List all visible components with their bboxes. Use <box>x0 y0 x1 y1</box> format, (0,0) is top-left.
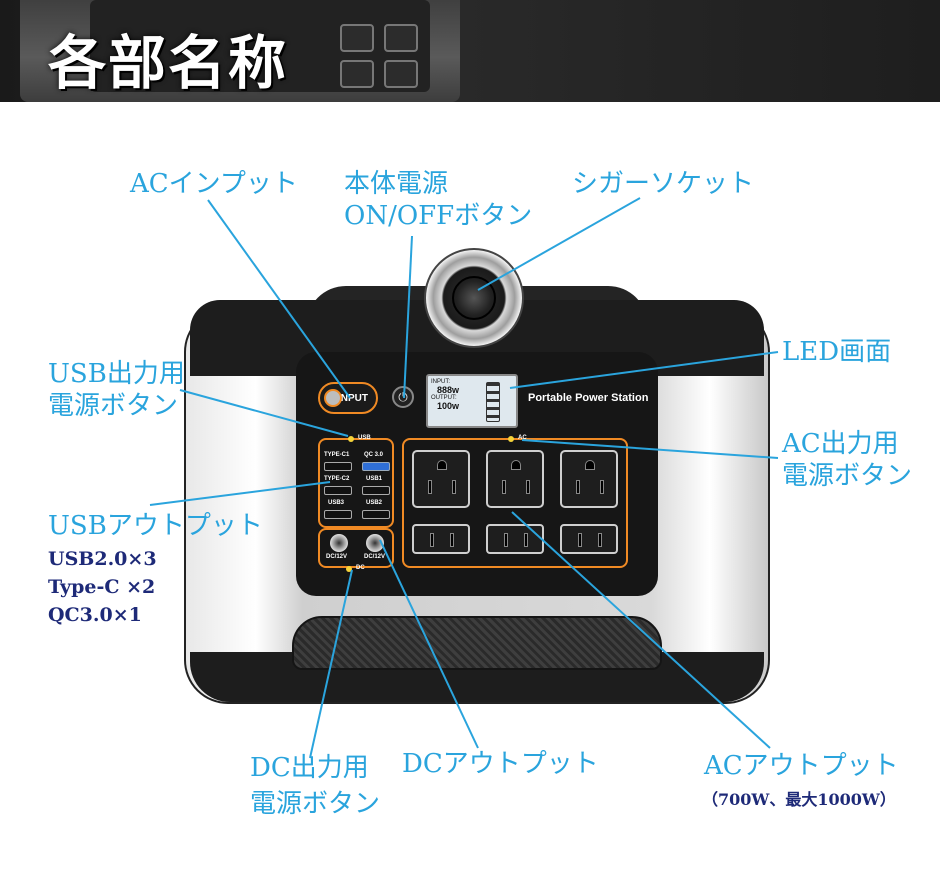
label-ac-input: ACインプット <box>130 169 298 199</box>
battery-icon <box>486 382 500 422</box>
lcd-output-label: OUTPUT: <box>431 395 457 401</box>
port-label: USB2 <box>366 500 383 506</box>
ac-input-port <box>324 389 342 407</box>
usb3-port <box>324 510 352 519</box>
header-outlet <box>340 60 374 88</box>
brand-text: Portable Power Station <box>528 392 649 404</box>
usb-spec-item: QC3.0×1 <box>48 604 142 626</box>
ac-input-label: INPUT <box>338 392 368 404</box>
type-c2-port <box>324 486 352 495</box>
label-usb-power-line2: 電源ボタン <box>48 391 179 421</box>
label-dc-output: DCアウトプット <box>402 749 599 779</box>
label-dc-power-line2: 電源ボタン <box>250 789 381 819</box>
lcd-status-icons <box>504 380 514 424</box>
qc3-port <box>362 462 390 471</box>
port-label: QC 3.0 <box>364 452 384 458</box>
port-label: USB1 <box>366 476 383 482</box>
dc-port <box>330 534 348 552</box>
speaker-grille <box>292 616 662 670</box>
ac-outlet-2pin <box>560 524 618 554</box>
label-usb-power-line1: USB出力用 <box>48 359 185 389</box>
led-screen: INPUT: 888w OUTPUT: 100w <box>426 374 518 428</box>
lcd-output-value: 100w <box>437 401 460 411</box>
dc-port <box>366 534 384 552</box>
ac-input-button: INPUT <box>318 382 378 414</box>
label-cigar-socket: シガーソケット <box>572 169 755 199</box>
usb2-port <box>362 510 390 519</box>
port-label: TYPE-C2 <box>324 476 350 482</box>
ac-outlet-2pin <box>486 524 544 554</box>
label-dc-power-line1: DC出力用 <box>250 753 369 783</box>
dc-port-label: DC/12V <box>326 554 348 560</box>
header-photo-panel <box>90 0 430 92</box>
type-c1-port <box>324 462 352 471</box>
usb-spec-item: USB2.0×3 <box>48 548 157 570</box>
label-ac-output: ACアウトプット <box>704 751 899 781</box>
label-power-button-line2: ON/OFFボタン <box>344 201 533 231</box>
dc-output-panel: DC/12V DC/12V DC <box>318 528 394 572</box>
dc-tag: DC <box>356 565 365 571</box>
page-title: 各部名称 <box>48 29 289 97</box>
usb-tag: USB <box>358 435 371 441</box>
header-outlet <box>340 24 374 52</box>
usb1-port <box>362 486 390 495</box>
label-usb-output: USBアウトプット <box>48 511 263 541</box>
label-ac-power-line2: 電源ボタン <box>782 461 913 491</box>
usb-spec-item: Type-C ×2 <box>48 576 156 598</box>
ac-output-panel: AC <box>402 435 628 568</box>
usb-led-indicator <box>348 436 354 442</box>
power-station-illustration: INPUT ⏻ INPUT: 888w OUTPUT: 100w Portabl… <box>184 248 770 704</box>
power-icon: ⏻ <box>392 386 414 408</box>
label-ac-output-sub: （700W、最大1000W） <box>702 790 896 809</box>
ac-outlet <box>486 450 544 508</box>
header-outlet <box>384 24 418 52</box>
dc-led-indicator <box>346 566 352 572</box>
header-device-photo <box>20 0 460 102</box>
ac-outlet <box>560 450 618 508</box>
lcd-input-value: 888w <box>437 385 460 395</box>
lcd-input-label: INPUT: <box>431 379 451 385</box>
usb-output-panel: USB TYPE-C1 QC 3.0 TYPE-C2 USB1 USB3 USB… <box>318 435 394 528</box>
ac-outlet <box>412 450 470 508</box>
label-ac-power-line1: AC出力用 <box>782 429 899 459</box>
port-label: USB3 <box>328 500 345 506</box>
label-power-button-line1: 本体電源 <box>344 169 449 199</box>
port-label: TYPE-C1 <box>324 452 350 458</box>
ac-tag: AC <box>518 435 527 441</box>
ac-led-indicator <box>508 436 514 442</box>
label-led-screen: LED画面 <box>782 337 892 367</box>
header-banner: 各部名称 <box>0 0 940 102</box>
cigar-socket-hole <box>452 276 496 320</box>
ac-outlet-2pin <box>412 524 470 554</box>
header-outlet <box>384 60 418 88</box>
dc-port-label: DC/12V <box>364 554 386 560</box>
